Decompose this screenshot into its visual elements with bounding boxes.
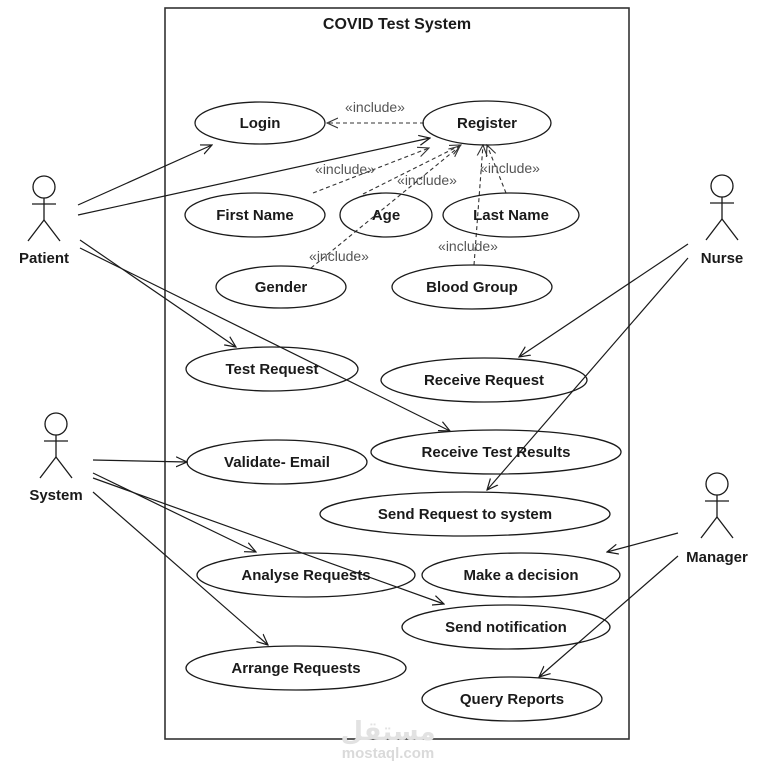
use-case-ellipse — [215, 265, 347, 309]
include-stereotype-label: «include» — [480, 160, 540, 176]
watermark-arabic: مستقل — [340, 717, 435, 747]
use-case-label: Make a decision — [463, 567, 578, 584]
use-case-analyse-requests[interactable]: Analyse Requests — [196, 552, 416, 598]
use-case-label: Blood Group — [426, 279, 518, 296]
stick-figure-icon — [700, 472, 734, 539]
association-patient-to-test-request — [79, 239, 236, 347]
use-case-query-reports[interactable]: Query Reports — [421, 676, 603, 722]
association-patient-to-register — [77, 138, 430, 216]
association-manager-to-make-decision — [607, 532, 679, 552]
use-case-ellipse — [186, 439, 368, 485]
use-case-ellipse — [422, 100, 552, 146]
stick-figure-icon — [705, 174, 739, 241]
use-case-ellipse — [421, 676, 603, 722]
include-age-to-register — [362, 145, 461, 195]
use-case-age[interactable]: Age — [339, 192, 433, 238]
use-case-ellipse — [442, 192, 580, 238]
actor-system[interactable]: System — [29, 412, 83, 504]
use-case-label: First Name — [216, 207, 294, 224]
system-boundary — [164, 7, 630, 740]
use-case-ellipse — [185, 346, 359, 392]
use-case-ellipse — [184, 192, 326, 238]
association-nurse-to-receive-request — [519, 243, 689, 357]
use-case-first-name[interactable]: First Name — [184, 192, 326, 238]
use-case-ellipse — [380, 357, 588, 403]
include-last-name-to-register — [487, 145, 507, 194]
include-stereotype-label: «include» — [309, 248, 369, 264]
actor-label: System — [29, 487, 82, 504]
use-case-send-notification[interactable]: Send notification — [401, 604, 611, 650]
use-case-ellipse — [196, 552, 416, 598]
use-case-label: Register — [457, 115, 517, 132]
use-case-label: Test Request — [225, 361, 318, 378]
use-case-blood-group[interactable]: Blood Group — [391, 264, 553, 310]
use-case-ellipse — [401, 604, 611, 650]
use-case-label: Receive Test Results — [422, 444, 571, 461]
use-case-arrange-requests[interactable]: Arrange Requests — [185, 645, 407, 691]
association-manager-to-query-reports — [539, 555, 679, 677]
use-case-label: Query Reports — [460, 691, 564, 708]
use-case-ellipse — [194, 101, 326, 145]
use-case-label: Age — [372, 207, 400, 224]
use-case-label: Last Name — [473, 207, 549, 224]
association-system-to-send-notification — [92, 477, 444, 604]
use-case-ellipse — [185, 645, 407, 691]
association-system-to-arrange-requests — [92, 491, 268, 645]
system-title: COVID Test System — [323, 16, 471, 33]
stick-figure-icon — [39, 412, 73, 479]
watermark-latin: mostaql.com — [342, 745, 435, 762]
association-nurse-to-send-request-to-system — [487, 257, 689, 490]
association-system-to-analyse-requests — [92, 472, 256, 552]
actor-label: Patient — [19, 250, 69, 267]
use-case-label: Receive Request — [424, 372, 544, 389]
association-system-to-validate-email — [92, 460, 187, 462]
use-case-label: Send notification — [445, 619, 567, 636]
use-case-test-request[interactable]: Test Request — [185, 346, 359, 392]
stick-figure-icon — [27, 175, 61, 242]
include-stereotype-label: «include» — [315, 161, 375, 177]
use-case-label: Arrange Requests — [231, 660, 360, 677]
use-case-label: Validate- Email — [224, 454, 330, 471]
use-case-label: Gender — [255, 279, 308, 296]
use-case-last-name[interactable]: Last Name — [442, 192, 580, 238]
include-stereotype-label: «include» — [397, 172, 457, 188]
actor-label: Manager — [686, 549, 748, 566]
include-stereotype-label: «include» — [345, 99, 405, 115]
use-case-validate-email[interactable]: Validate- Email — [186, 439, 368, 485]
use-case-label: Send Request to system — [378, 506, 552, 523]
use-case-register[interactable]: Register — [422, 100, 552, 146]
use-case-send-request-to-system[interactable]: Send Request to system — [319, 491, 611, 537]
actor-label: Nurse — [701, 250, 744, 267]
use-case-ellipse — [339, 192, 433, 238]
use-case-gender[interactable]: Gender — [215, 265, 347, 309]
actor-patient[interactable]: Patient — [19, 175, 69, 267]
association-patient-to-receive-test-results — [79, 247, 450, 431]
use-case-ellipse — [391, 264, 553, 310]
use-case-receive-test-results[interactable]: Receive Test Results — [370, 429, 622, 475]
use-case-receive-request[interactable]: Receive Request — [380, 357, 588, 403]
include-stereotype-label: «include» — [438, 238, 498, 254]
use-case-ellipse — [370, 429, 622, 475]
use-case-login[interactable]: Login — [194, 101, 326, 145]
association-patient-to-login — [77, 145, 212, 206]
use-case-make-decision[interactable]: Make a decision — [421, 552, 621, 598]
actor-nurse[interactable]: Nurse — [701, 174, 744, 267]
use-case-label: Analyse Requests — [241, 567, 370, 584]
use-case-ellipse — [421, 552, 621, 598]
use-case-label: Login — [240, 115, 281, 132]
use-case-ellipse — [319, 491, 611, 537]
include-blood-group-to-register — [473, 145, 483, 266]
actor-manager[interactable]: Manager — [686, 472, 748, 566]
